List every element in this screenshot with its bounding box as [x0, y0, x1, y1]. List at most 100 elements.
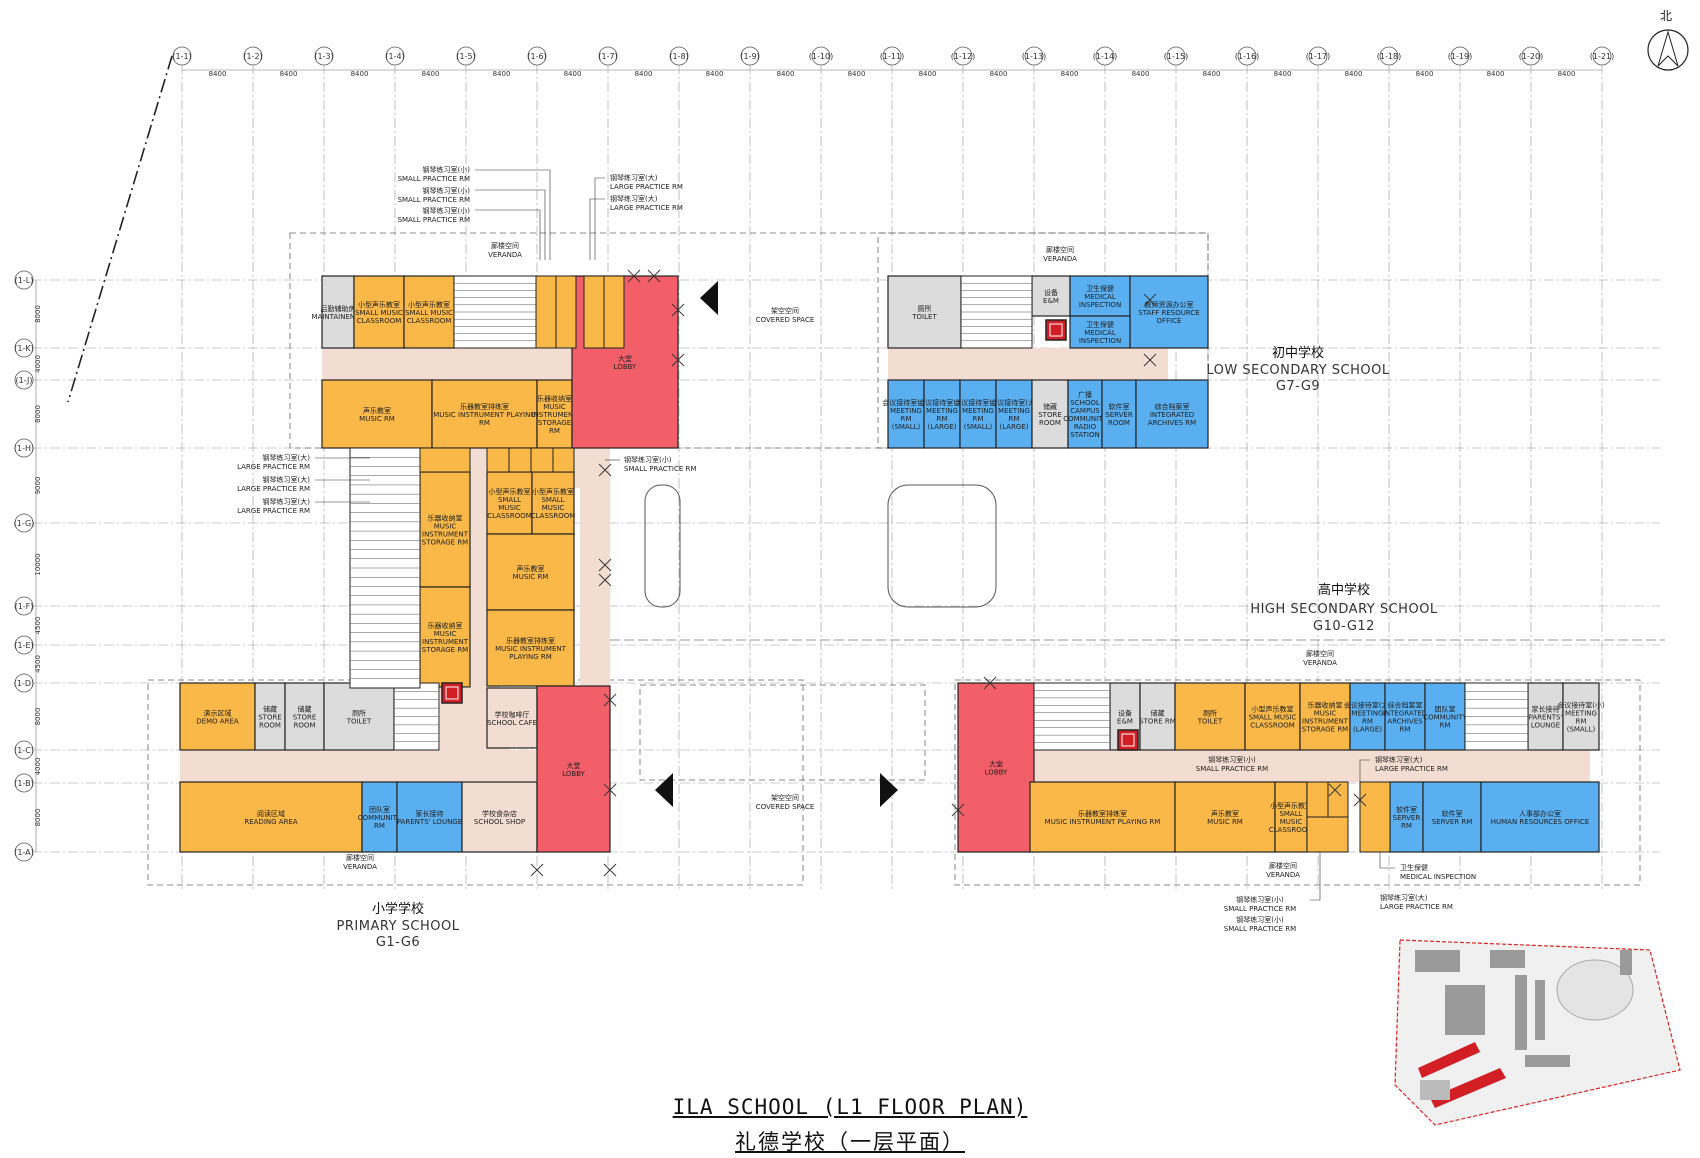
- room-label-cn: 大堂: [618, 354, 632, 363]
- room-label-cn: 声乐教室: [363, 406, 391, 415]
- room-label-cn: 小型声乐教室: [532, 487, 574, 496]
- room-label-en: COMMUNITY: [1423, 714, 1467, 722]
- room-label-en: MEDICAL: [1084, 329, 1116, 337]
- room-label-en: SMALL: [1279, 810, 1302, 818]
- room-label-cn: 演示区域: [204, 709, 232, 718]
- annotation-cn: 廊楼空间: [346, 853, 374, 862]
- room-office: [361, 781, 398, 853]
- column-dimension: 8400: [1061, 70, 1079, 78]
- room-label-en: (SMALL): [892, 423, 921, 431]
- room-label-en: LOUNGE: [1531, 722, 1560, 730]
- door-swing-icon: [983, 676, 997, 690]
- room-label-cn: 家长接待: [1532, 705, 1560, 714]
- room-label-en: STORE RM: [1139, 718, 1176, 726]
- column-dimension: 8400: [848, 70, 866, 78]
- room-label-en: INSPECTION: [1079, 337, 1121, 345]
- room-office: [923, 379, 961, 449]
- leader-line: [475, 209, 541, 260]
- column-grid-bubble: [1237, 46, 1257, 66]
- room-label-cn: 软件室: [1109, 402, 1130, 411]
- high-school-en: HIGH SECONDARY SCHOOL: [1250, 602, 1438, 617]
- room-label-en: ARCHIVES RM: [1148, 419, 1196, 427]
- room-label-en: COMMUNITY: [1063, 415, 1107, 423]
- column-grid-bubble: [598, 46, 618, 66]
- room-music: [1029, 781, 1176, 853]
- room-label-en: RM: [1009, 415, 1020, 423]
- column-dimension: 8400: [1416, 70, 1434, 78]
- room-service: [321, 275, 355, 349]
- room-office: [1422, 781, 1482, 853]
- annotation-en: VERANDA: [1043, 255, 1077, 263]
- door-swing-icon: [603, 783, 617, 797]
- door-swing-icon: [598, 573, 612, 587]
- annotation-cn: 钢琴练习室(大): [263, 453, 311, 462]
- room-lobby: [536, 685, 611, 853]
- annotation-en: LARGE PRACTICE RM: [610, 183, 683, 191]
- annotation-cn: 钢琴练习室(大): [263, 475, 311, 484]
- door-swing-icon: [627, 269, 641, 283]
- corridor: [580, 448, 610, 686]
- room-label-en: HUMAN RESOURCES OFFICE: [1491, 818, 1589, 826]
- annotation-en: MEDICAL INSPECTION: [1400, 873, 1476, 881]
- room-label-en: RM: [374, 822, 385, 830]
- room-label-en: (LARGE): [927, 423, 956, 431]
- room-label-en: MUSIC RM: [359, 415, 395, 423]
- room-service: [1562, 682, 1600, 751]
- room-label-en: RM: [549, 427, 560, 435]
- room-corridor: [461, 781, 538, 853]
- room-label-en: TOILET: [346, 718, 372, 726]
- entrance-arrow-icon: [700, 281, 718, 315]
- row-grid-bubble: [14, 270, 34, 290]
- room-label-cn: 会议接待室(小): [1557, 701, 1605, 710]
- column-grid-bubble: [882, 46, 902, 66]
- room-label-cn: 乐器收纳室: [537, 394, 572, 403]
- column-grid-label: (1-6): [527, 52, 546, 61]
- door-swing-icon: [671, 353, 685, 367]
- annotation-en: LARGE PRACTICE RM: [237, 485, 310, 493]
- room-label-en: SCHOOL CAFE: [487, 719, 537, 727]
- column-grid-label: (1-2): [243, 52, 262, 61]
- column-grid-bubble: [1592, 46, 1612, 66]
- north-label: 北: [1660, 9, 1672, 23]
- room-label-en: STORAGE RM: [422, 646, 468, 654]
- column-grid-bubble: [1450, 46, 1470, 66]
- building-outline: [954, 679, 1641, 886]
- row-dimension: 8000: [34, 305, 42, 323]
- row-dimension: 4000: [34, 758, 42, 776]
- entrance-arrow-icon: [880, 773, 898, 807]
- annotation-en: COVERED SPACE: [756, 803, 815, 811]
- room-label-en: SERVER RM: [1432, 818, 1473, 826]
- room-label-en: CLASSROOM: [1250, 722, 1295, 730]
- room-label-en: READING AREA: [244, 818, 297, 826]
- room-label-en: (SMALL): [964, 423, 993, 431]
- annotation-cn: 钢琴练习室(小): [423, 206, 471, 215]
- annotation-en: LARGE PRACTICE RM: [610, 204, 683, 212]
- column-dimension: 8400: [990, 70, 1008, 78]
- annotation-en: VERANDA: [1266, 871, 1300, 879]
- room-label-cn: 阅读区域: [257, 809, 285, 818]
- column-dimension: 8400: [635, 70, 653, 78]
- annotation-callout: 钢琴练习室(小)SMALL PRACTICE RM: [1224, 915, 1296, 933]
- room-office: [1135, 379, 1209, 449]
- plan-title-en: ILA SCHOOL (L1 FLOOR PLAN): [672, 1095, 1028, 1119]
- room-music: [486, 533, 575, 611]
- annotation-cn: 钢琴练习室(小): [423, 186, 471, 195]
- row-grid-label: (1-J): [15, 376, 32, 385]
- practice-room: [1359, 781, 1391, 853]
- lift-core-inner: [1049, 323, 1063, 337]
- row-grid-bubble: [14, 438, 34, 458]
- room-label-cn: 会议接待室(大): [918, 398, 966, 407]
- column-grid-bubble: [527, 46, 547, 66]
- row-grid-bubble: [14, 370, 34, 390]
- practice-room: [508, 447, 532, 473]
- practice-room: [552, 447, 575, 473]
- row-dimension: 8000: [34, 708, 42, 726]
- room-label-en: MUSIC INSTRUMENT: [495, 645, 566, 653]
- room-lobby: [957, 682, 1035, 853]
- room-label-en: RADIO: [1074, 423, 1097, 431]
- room-office: [1069, 315, 1131, 349]
- annotation-cn: 廊楼空间: [1046, 245, 1074, 254]
